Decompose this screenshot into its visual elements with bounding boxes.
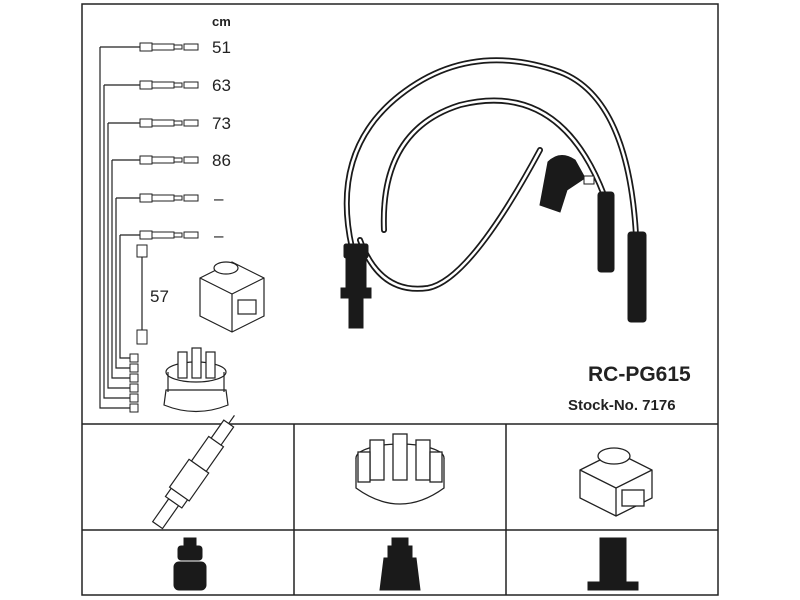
boot-left (340, 243, 372, 329)
length-labels: 51 63 73 86 – – 57 (150, 38, 231, 306)
boot-right-2 (627, 231, 647, 323)
cable-boots (340, 155, 647, 329)
frame (81, 3, 719, 596)
coil-lead-terminal-top (136, 244, 148, 258)
lead-terminal-1 (139, 42, 199, 52)
unit-label: cm (212, 14, 231, 29)
boot-angled (539, 155, 595, 213)
ignition-coil-icon (199, 261, 265, 333)
stock-number: Stock-No. 7176 (568, 397, 676, 414)
straight-connector-icon (173, 537, 207, 591)
distributor-cap-panel-icon (355, 433, 445, 505)
flat-connector-icon (587, 537, 639, 591)
lead-terminal-3 (139, 118, 199, 128)
length-label: 73 (212, 114, 231, 133)
product-code: RC-PG615 (588, 363, 691, 386)
length-label: – (214, 226, 224, 245)
length-label: 86 (212, 151, 231, 170)
length-label: – (214, 189, 224, 208)
boot-right-1 (597, 191, 615, 273)
coil-lead-length-label: 57 (150, 287, 169, 306)
boot-connector-icon (379, 537, 421, 591)
lead-terminal-5 (139, 193, 199, 203)
ignition-cables (343, 57, 639, 292)
spark-plug-icon (151, 415, 235, 530)
lead-terminals (129, 42, 199, 413)
lead-terminal-4 (139, 155, 199, 165)
ignition-coil-panel-icon (579, 447, 653, 517)
length-label: 51 (212, 38, 231, 57)
lead-terminal-6 (139, 230, 199, 240)
coil-lead-terminal-bottom (136, 329, 148, 345)
bundle-terminals (129, 353, 139, 413)
distributor-cap-icon (163, 347, 229, 413)
lead-terminal-2 (139, 80, 199, 90)
lead-harness (99, 46, 143, 409)
length-label: 63 (212, 76, 231, 95)
